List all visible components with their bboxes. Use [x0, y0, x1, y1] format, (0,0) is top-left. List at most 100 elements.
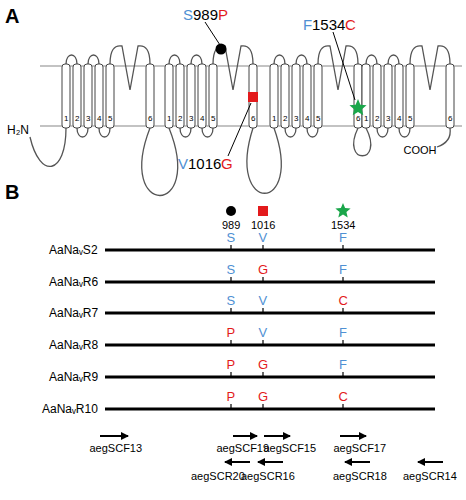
extracellular-loop: [274, 55, 285, 64]
panel-letter: A: [5, 6, 19, 26]
intracellular-loop: [202, 128, 213, 137]
residue-letter: S: [227, 231, 236, 244]
tick-mark: [342, 277, 343, 282]
pore-loop: [110, 46, 150, 90]
segment-number: 3: [294, 115, 298, 123]
segment-number: 2: [375, 115, 379, 123]
pore-loop: [410, 46, 450, 90]
segment-number: 5: [408, 115, 412, 123]
transmembrane-segment: [446, 64, 454, 128]
segment-number: 2: [75, 115, 79, 123]
mutation-label: F: [303, 17, 312, 32]
tick-mark: [230, 340, 231, 345]
transmembrane-segment: [187, 64, 195, 128]
square-marker: [258, 206, 268, 216]
transmembrane-segment: [384, 64, 392, 128]
transmembrane-segment: [146, 64, 154, 128]
extracellular-loop: [191, 55, 202, 64]
segment-number: 2: [283, 115, 287, 123]
tick-mark: [342, 372, 343, 377]
segment-number: 1: [167, 115, 171, 123]
primer-label: aegSCR16: [241, 471, 295, 482]
segment-number: 5: [211, 115, 215, 123]
extracellular-loop: [66, 55, 77, 64]
terminus-label: H₂N: [7, 124, 29, 136]
transmembrane-segment: [395, 64, 403, 128]
residue-letter: G: [258, 390, 268, 403]
segment-number: 3: [189, 115, 193, 123]
tick-mark: [230, 404, 231, 409]
domain-linker: [354, 128, 371, 156]
mutation-label: 1016: [188, 156, 221, 171]
tick-mark: [262, 404, 263, 409]
leader-line: [333, 32, 355, 100]
segment-number: 4: [305, 115, 309, 123]
panel-letter: B: [5, 182, 19, 202]
transmembrane-segment: [209, 64, 217, 128]
star-marker: [335, 203, 350, 217]
mutation-label: S: [183, 7, 193, 22]
intracellular-loop: [285, 128, 296, 137]
n-terminus: [30, 128, 66, 166]
transmembrane-segment: [165, 64, 173, 128]
variant-name: AaNaᵥR10: [42, 403, 98, 415]
transmembrane-segment: [354, 64, 362, 128]
segment-number: 6: [448, 115, 452, 123]
transmembrane-segment: [270, 64, 278, 128]
primer-label: aegSCF17: [334, 443, 387, 454]
star-marker: [349, 99, 366, 115]
residue-letter: P: [227, 390, 236, 403]
intracellular-loop: [377, 128, 388, 137]
sequence-line: [105, 249, 435, 252]
segment-number: 6: [356, 115, 360, 123]
intracellular-loop: [99, 128, 110, 137]
tick-mark: [262, 372, 263, 377]
primer-arrow: [225, 461, 250, 463]
primer-arrow: [264, 435, 290, 437]
residue-letter: S: [227, 294, 236, 307]
tick-mark: [230, 245, 231, 250]
segment-number: 2: [178, 115, 182, 123]
segment-number: 3: [386, 115, 390, 123]
transmembrane-segment: [406, 64, 414, 128]
sequence-line: [105, 344, 435, 347]
tick-mark: [342, 245, 343, 250]
variant-name: AaNaᵥR8: [49, 339, 98, 351]
mutation-label: 1534: [312, 17, 345, 32]
domain-linker: [142, 128, 178, 196]
transmembrane-segment: [62, 64, 70, 128]
tick-mark: [262, 308, 263, 313]
pore-loop: [318, 46, 358, 90]
primer-arrow: [233, 435, 257, 437]
segment-number: 5: [108, 115, 112, 123]
tick-mark: [230, 277, 231, 282]
transmembrane-segment: [292, 64, 300, 128]
primer-label: aegSCR20: [191, 471, 245, 482]
mutation-label: G: [221, 156, 233, 171]
residue-letter: V: [259, 326, 268, 339]
primer-label: aegSCF15: [264, 443, 317, 454]
residue-letter: V: [259, 294, 268, 307]
intracellular-loop: [77, 128, 88, 137]
extracellular-loop: [88, 55, 99, 64]
square-marker: [248, 92, 258, 102]
tick-mark: [230, 308, 231, 313]
terminus-label: COOH: [404, 145, 437, 156]
residue-letter: V: [259, 231, 268, 244]
variant-name: AaNaᵥR6: [49, 276, 98, 288]
variant-name: AaNaᵥR9: [49, 371, 98, 383]
variant-name: AaNaᵥS2: [49, 244, 98, 256]
segment-number: 1: [364, 115, 368, 123]
extracellular-loop: [296, 55, 307, 64]
primer-label: aegSCR18: [333, 471, 387, 482]
transmembrane-segment: [73, 64, 81, 128]
residue-letter: G: [258, 263, 268, 276]
circle-marker: [216, 44, 227, 55]
transmembrane-segment: [84, 64, 92, 128]
position-number: 1016: [251, 220, 275, 231]
sequence-line: [105, 408, 435, 411]
mutation-label: P: [218, 7, 228, 22]
tick-mark: [262, 340, 263, 345]
circle-marker: [226, 206, 236, 216]
